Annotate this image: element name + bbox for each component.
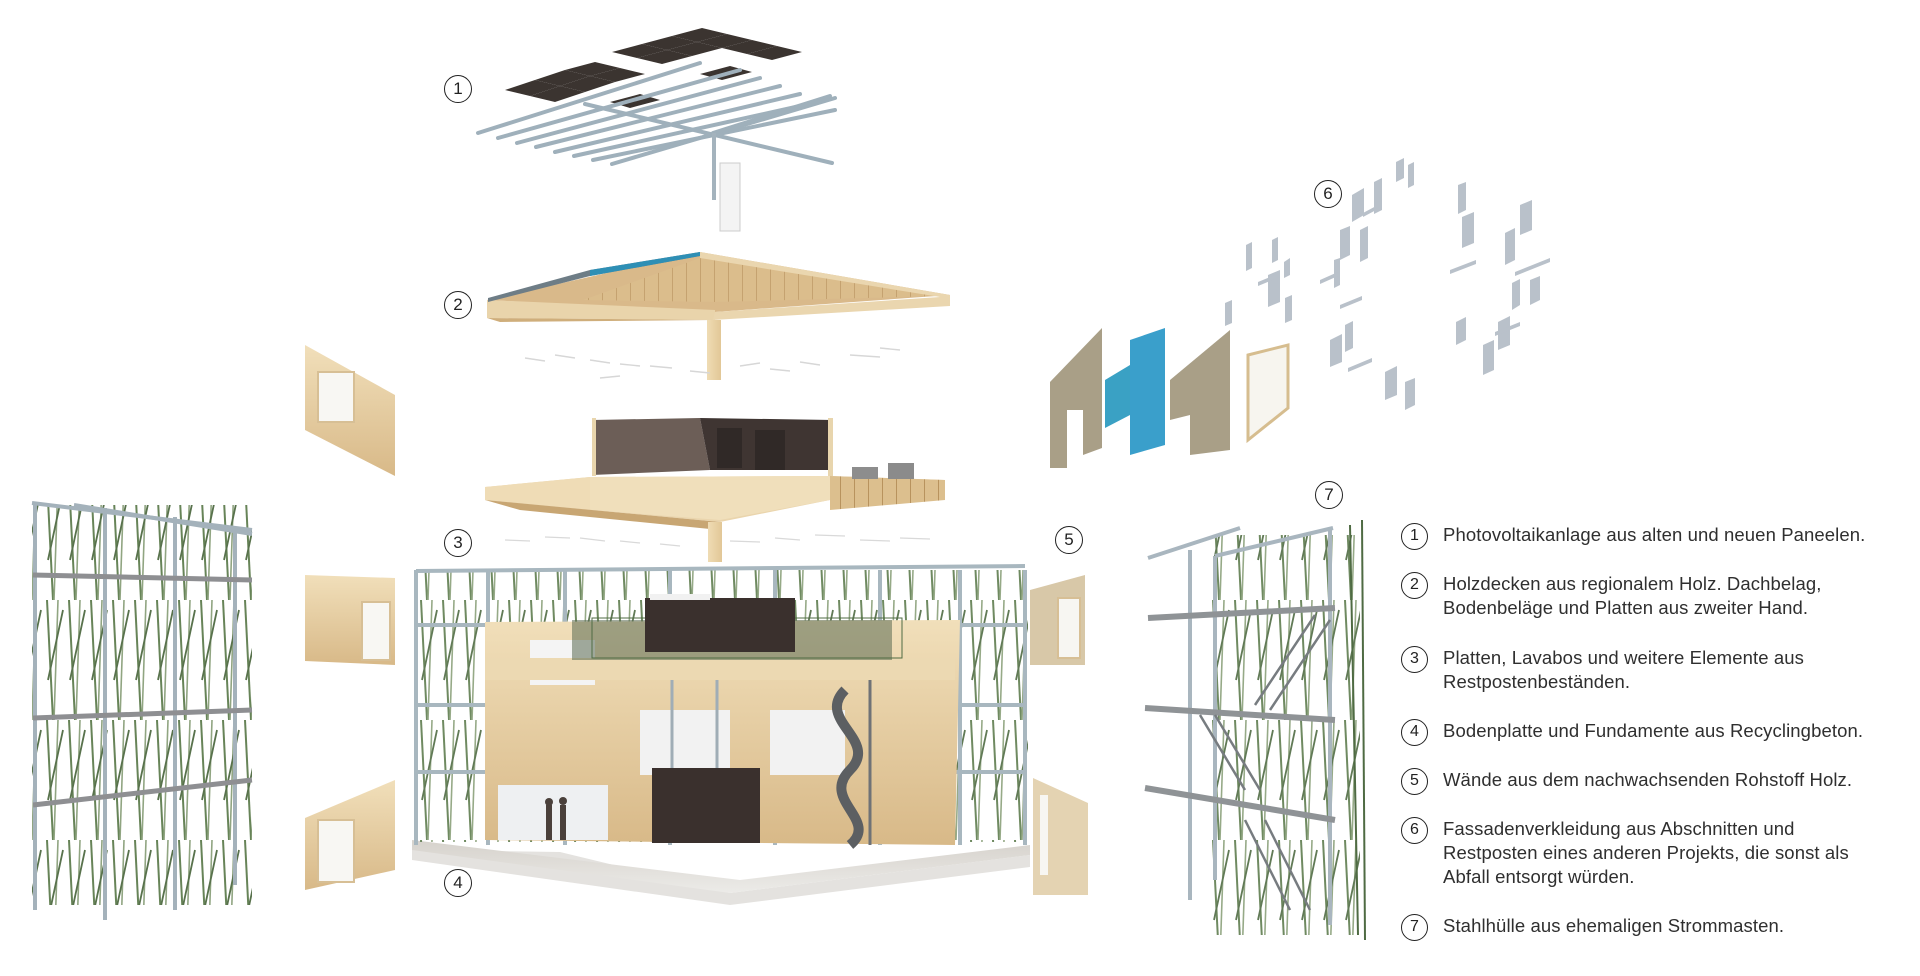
legend-number-2: 2	[1401, 572, 1428, 599]
legend-text-1: Photovoltaikanlage aus alten und neuen P…	[1443, 524, 1866, 545]
legend-item-2: 2 Holzdecken aus regionalem Holz. Dachbe…	[1400, 572, 1920, 618]
ground-floor-building-core	[412, 564, 1030, 905]
timber-roof-slab	[487, 252, 950, 380]
legend-text-7: Stahlhülle aus ehemaligen Strommasten.	[1443, 915, 1785, 936]
right-steel-facade-with-stairs	[1144, 519, 1366, 941]
legend-item-1: 1 Photovoltaikanlage aus alten und neuen…	[1400, 523, 1920, 550]
legend-text-4: Bodenplatte und Fundamente aus Recycling…	[1443, 720, 1864, 741]
component-label-7: 7	[1315, 481, 1343, 509]
legend-number-3: 3	[1401, 646, 1428, 673]
component-label-3: 3	[444, 529, 472, 557]
legend-item-6: 6 Fassadenverkleidung aus Abschnitten un…	[1400, 817, 1920, 887]
legend-number-6: 6	[1401, 817, 1428, 844]
component-label-1: 1	[444, 75, 472, 103]
upper-floor-slab-with-fixtures	[485, 418, 945, 562]
legend-text-5: Wände aus dem nachwachsenden Rohstoff Ho…	[1443, 769, 1853, 790]
legend-number-7: 7	[1401, 914, 1428, 941]
legend-item-7: 7 Stahlhülle aus ehemaligen Strommasten.	[1400, 914, 1920, 941]
component-label-5: 5	[1055, 526, 1083, 554]
legend-item-3: 3 Platten, Lavabos und weitere Elemente …	[1400, 646, 1920, 692]
legend-text-2: Holzdecken aus regionalem Holz. Dachbela…	[1443, 573, 1822, 618]
left-steel-facade-with-vegetation	[31, 501, 253, 920]
legend-item-4: 4 Bodenplatte und Fundamente aus Recycli…	[1400, 719, 1920, 746]
legend-number-4: 4	[1401, 719, 1428, 746]
legend-item-5: 5 Wände aus dem nachwachsenden Rohstoff …	[1400, 768, 1920, 795]
timber-wall-panels	[305, 345, 1088, 895]
legend-text-3: Platten, Lavabos und weitere Elemente au…	[1443, 647, 1804, 692]
photovoltaic-roof-assembly	[476, 28, 837, 232]
legend-text-6: Fassadenverkleidung aus Abschnitten und …	[1443, 818, 1849, 887]
component-label-2: 2	[444, 291, 472, 319]
legend-number-5: 5	[1401, 768, 1428, 795]
legend-number-1: 1	[1401, 523, 1428, 550]
component-label-6: 6	[1314, 180, 1342, 208]
component-label-4: 4	[444, 869, 472, 897]
facade-cladding-pieces	[1050, 158, 1550, 468]
